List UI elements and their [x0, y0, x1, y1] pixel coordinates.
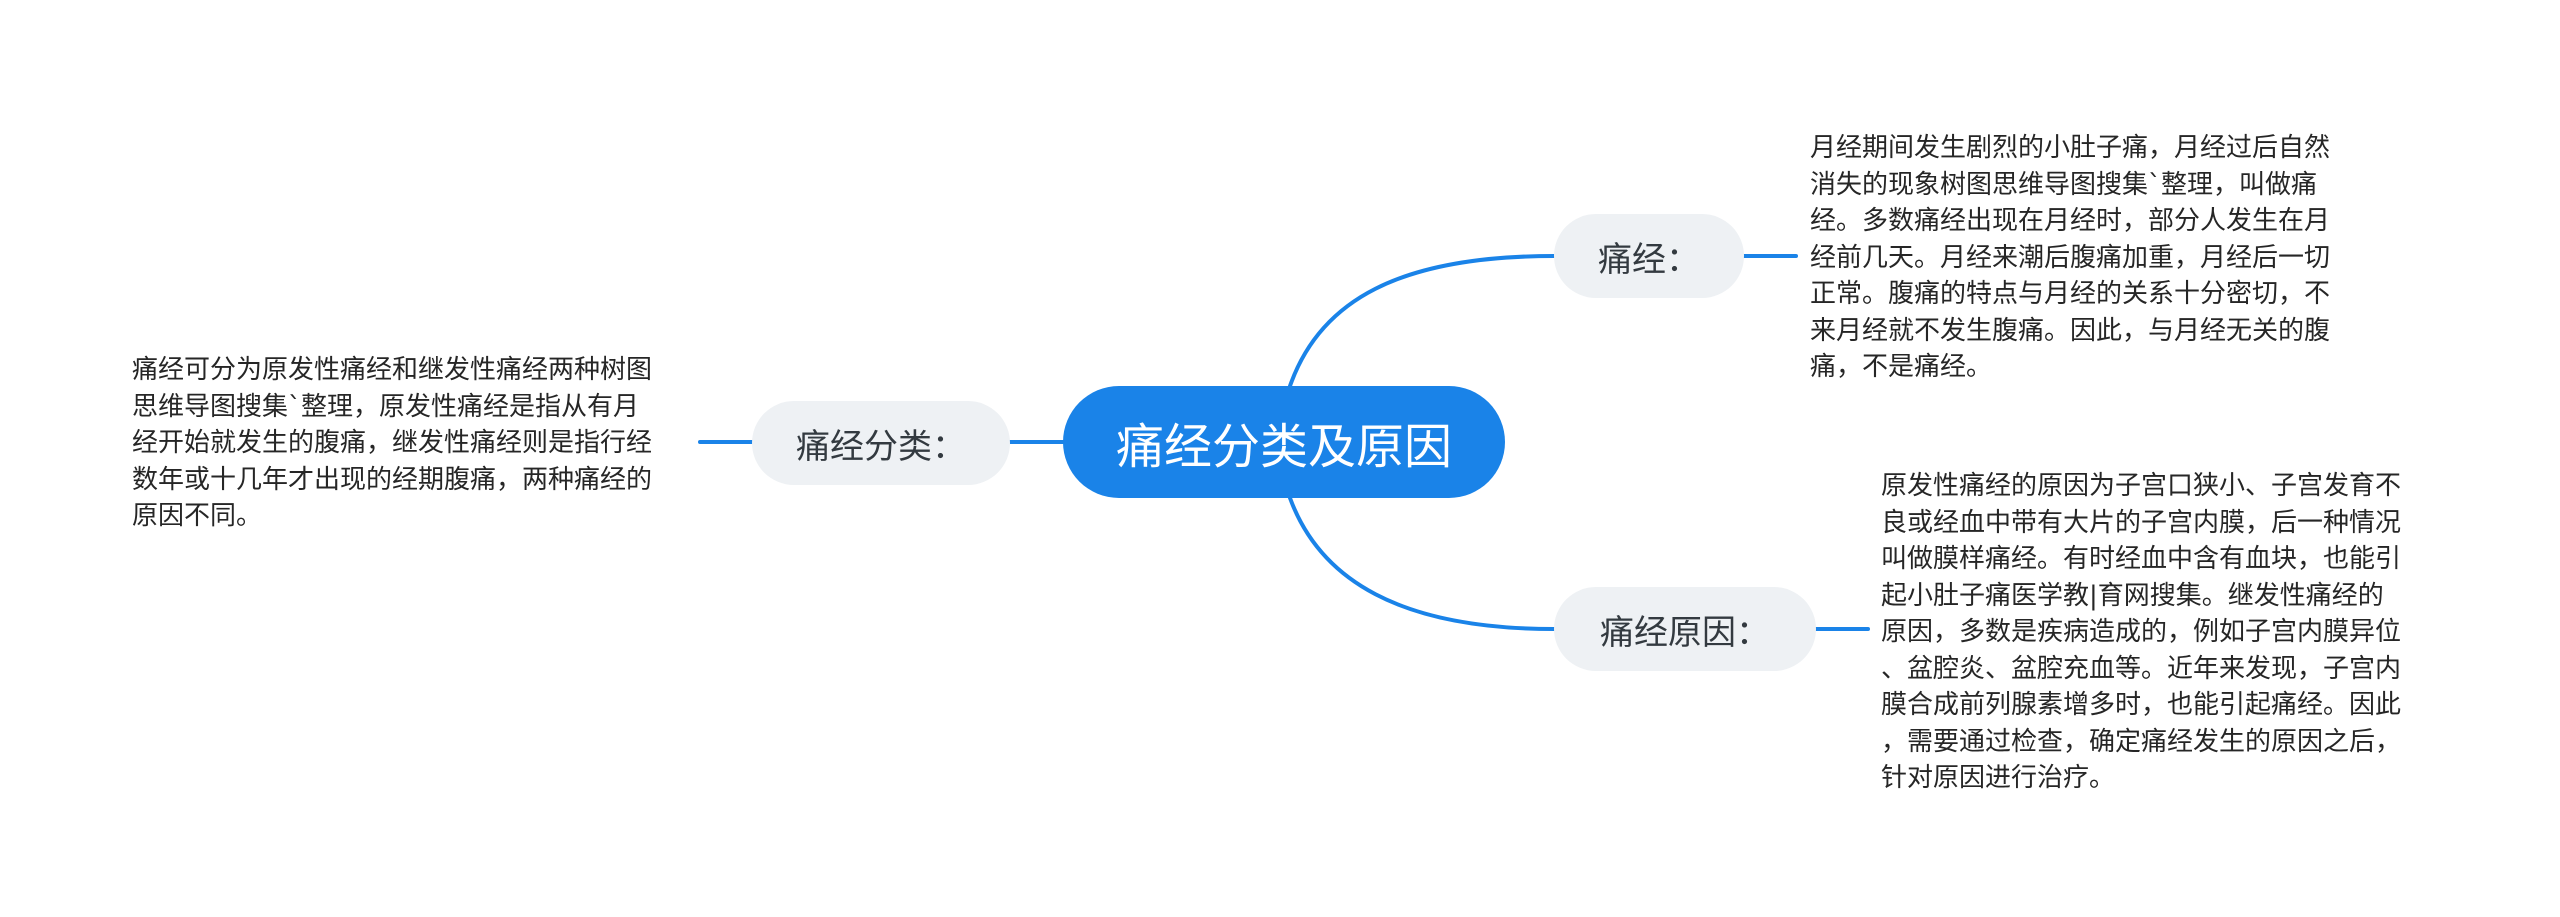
branch-causes[interactable]: 痛经原因：: [1554, 587, 1816, 671]
root-topic[interactable]: 痛经分类及原因: [1063, 386, 1505, 498]
link-root-to-dysmenorrhea: [1288, 254, 1556, 388]
branch-classification[interactable]: 痛经分类：: [752, 401, 1010, 485]
branch-dysmenorrhea[interactable]: 痛经：: [1554, 214, 1744, 298]
note-causes: 原发性痛经的原因为子宫口狭小、子宫发育不 良或经血中带有大片的子宫内膜，后一种情…: [1881, 471, 2402, 793]
note-dysmenorrhea: 月经期间发生剧烈的小肚子痛，月经过后自然 消失的现象树图思维导图搜集`整理，叫做…: [1810, 133, 2331, 382]
note-classification: 痛经可分为原发性痛经和继发性痛经两种树图 思维导图搜集`整理，原发性痛经是指从有…: [132, 355, 653, 531]
link-root-to-causes: [1288, 496, 1556, 631]
